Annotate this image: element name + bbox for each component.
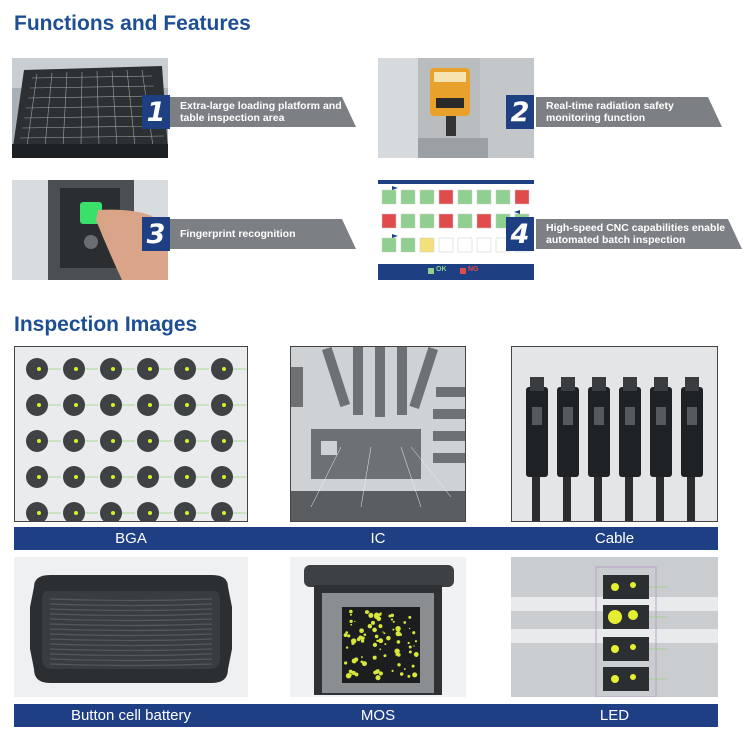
inspection-section-title: Inspection Images bbox=[14, 313, 198, 336]
feature-banner-3: Fingerprint recognition bbox=[170, 219, 356, 249]
batch-inspection-screen: OK NG bbox=[378, 180, 534, 280]
ok-legend: OK bbox=[436, 266, 447, 273]
feature-number-4: 4 bbox=[506, 217, 534, 251]
functions-section-title: Functions and Features bbox=[14, 12, 251, 35]
caption-bar-row2: Button cell battery MOS LED bbox=[14, 704, 718, 727]
caption-ic: IC bbox=[370, 530, 386, 547]
caption-bar-row1: BGA IC Cable bbox=[14, 527, 718, 550]
led-xray-image bbox=[511, 557, 718, 697]
caption-mos: MOS bbox=[360, 707, 396, 724]
caption-bga: BGA bbox=[115, 530, 147, 547]
feature-number-3: 3 bbox=[142, 217, 170, 251]
bga-xray-image bbox=[14, 346, 248, 522]
feature-text-3: Fingerprint recognition bbox=[180, 228, 296, 240]
button-cell-battery-xray-image bbox=[14, 557, 248, 697]
caption-cable: Cable bbox=[594, 530, 635, 547]
feature-number-2: 2 bbox=[506, 95, 534, 129]
mos-xray-image bbox=[290, 557, 466, 697]
ic-xray-image bbox=[290, 346, 466, 522]
caption-led: LED bbox=[599, 707, 630, 724]
ng-legend: NG bbox=[468, 266, 479, 273]
caption-button-cell-battery: Button cell battery bbox=[70, 707, 192, 724]
cable-xray-image bbox=[511, 346, 718, 522]
feature-number-1: 1 bbox=[142, 95, 170, 129]
